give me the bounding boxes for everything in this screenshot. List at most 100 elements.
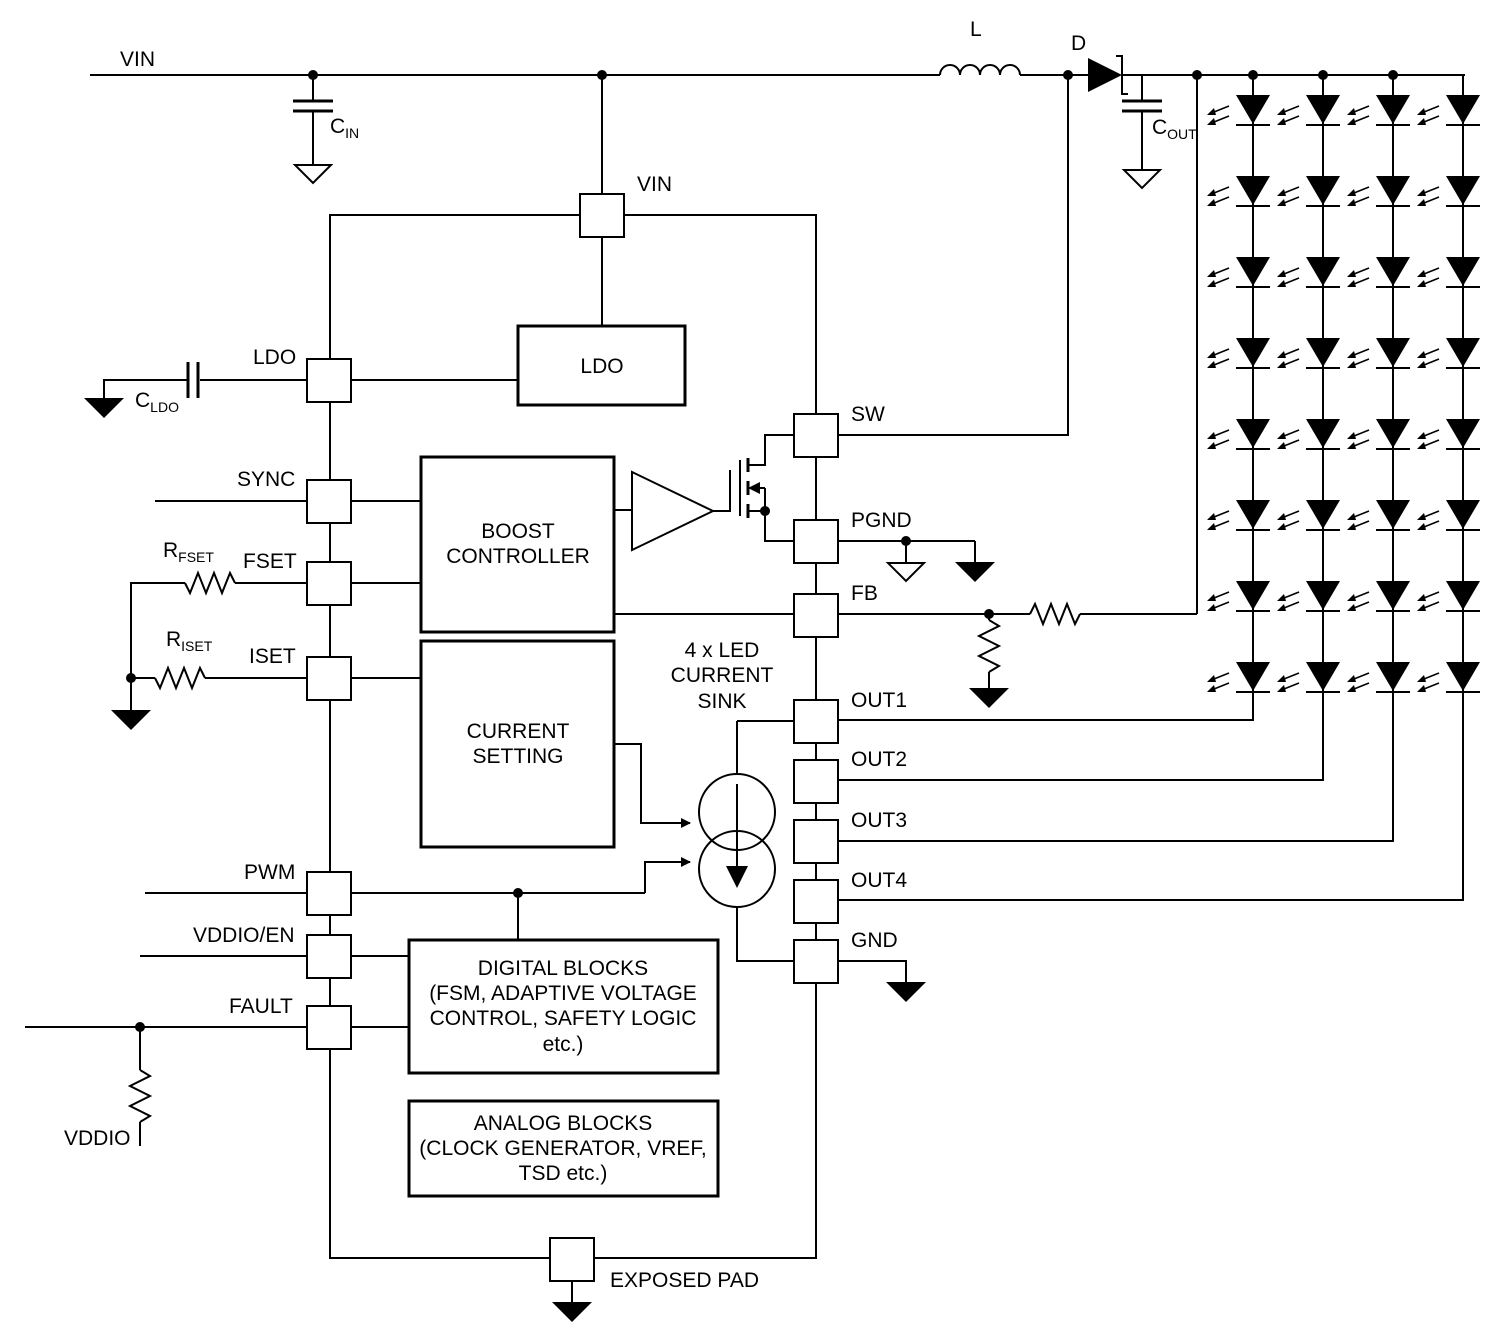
diode-label: D <box>1071 32 1086 55</box>
led-icon <box>1277 176 1340 207</box>
vin-rail-label: VIN <box>120 48 155 71</box>
led-icon <box>1277 95 1340 126</box>
pin-pgnd-label: PGND <box>851 509 912 532</box>
vddio-label: VDDIO <box>64 1127 131 1150</box>
pin-sync-label: SYNC <box>237 468 295 491</box>
pin-fset: FSET RFSET <box>130 539 421 710</box>
led-icon <box>1277 662 1340 693</box>
inductor: L <box>939 18 1088 76</box>
analog-blocks: ANALOG BLOCKS (CLOCK GENERATOR, VREF, TS… <box>407 1099 720 1198</box>
pin-ldo: LDO CLDO <box>84 346 518 418</box>
cout-capacitor: COUT <box>1121 75 1197 190</box>
led-icon <box>1347 338 1410 369</box>
led-icon <box>1347 176 1410 207</box>
led-icon <box>1417 257 1480 288</box>
pin-out2: OUT2 <box>793 748 907 804</box>
led-icon <box>1417 662 1480 693</box>
led-icon <box>1207 581 1270 612</box>
svg-text:CURRENT: CURRENT <box>467 720 570 743</box>
led-icon <box>1347 500 1410 531</box>
led-icon <box>1417 338 1480 369</box>
boost-controller-block: BOOST CONTROLLER <box>419 455 616 634</box>
pin-vddio-en-label: VDDIO/EN <box>193 924 295 947</box>
led-icon <box>1207 338 1270 369</box>
led-icon <box>1417 95 1480 126</box>
pin-pwm: PWM <box>145 857 691 940</box>
led-icon <box>1347 257 1410 288</box>
ground-icon <box>552 1302 592 1322</box>
digital-blocks: DIGITAL BLOCKS (FSM, ADAPTIVE VOLTAGE CO… <box>407 938 720 1075</box>
led-icon <box>1207 257 1270 288</box>
svg-text:LDO: LDO <box>580 355 623 378</box>
pin-exposed-pad-label: EXPOSED PAD <box>610 1269 759 1292</box>
led-icon <box>1347 581 1410 612</box>
sink-label-line1: 4 x LED <box>685 639 760 662</box>
led-icon <box>1277 581 1340 612</box>
pin-gnd-label: GND <box>851 929 898 952</box>
pin-out1-label: OUT1 <box>851 689 907 712</box>
led-icon <box>1277 338 1340 369</box>
vin-rail: VIN <box>90 48 940 80</box>
svg-text:(CLOCK GENERATOR, VREF,: (CLOCK GENERATOR, VREF, <box>419 1137 706 1160</box>
led-icon <box>1347 419 1410 450</box>
pin-out4-label: OUT4 <box>851 869 907 892</box>
svg-text:BOOST: BOOST <box>481 520 555 543</box>
svg-text:(FSM, ADAPTIVE VOLTAGE: (FSM, ADAPTIVE VOLTAGE <box>429 982 697 1005</box>
svg-text:TSD etc.): TSD etc.) <box>519 1162 608 1185</box>
ground-icon <box>292 164 334 185</box>
mosfet-switch <box>739 434 794 542</box>
pin-fault: FAULT VDDIO <box>25 995 409 1150</box>
svg-text:CONTROL, SAFETY LOGIC: CONTROL, SAFETY LOGIC <box>430 1007 697 1030</box>
riset-label: RISET <box>166 628 213 654</box>
led-array <box>1207 75 1480 695</box>
led-icon <box>1417 419 1480 450</box>
schottky-diode: D <box>1063 32 1465 95</box>
pin-out3-label: OUT3 <box>851 809 907 832</box>
pin-ldo-label: LDO <box>253 346 296 369</box>
ground-icon <box>886 982 926 1002</box>
cin-capacitor: CIN <box>292 75 359 185</box>
rfset-label: RFSET <box>163 539 214 565</box>
led-icon <box>1207 176 1270 207</box>
pin-fb: FB <box>614 582 1197 708</box>
pin-gnd: GND <box>736 907 926 1002</box>
cldo-label: CLDO <box>135 389 179 415</box>
svg-text:CONTROLLER: CONTROLLER <box>446 545 590 568</box>
cin-label: CIN <box>330 115 359 141</box>
pin-exposed-pad: EXPOSED PAD <box>549 1237 759 1322</box>
ground-icon <box>885 562 927 583</box>
ground-icon <box>111 710 151 730</box>
pin-out4: OUT4 <box>793 869 907 924</box>
ldo-block: LDO <box>516 324 687 407</box>
pin-fb-label: FB <box>851 582 878 605</box>
ground-icon <box>84 398 124 418</box>
pin-pgnd: PGND <box>793 509 995 583</box>
cout-label: COUT <box>1152 116 1197 142</box>
led-icon <box>1277 419 1340 450</box>
svg-text:SETTING: SETTING <box>472 745 563 768</box>
ground-icon <box>955 562 995 582</box>
pin-sw-label: SW <box>851 403 885 426</box>
pin-sw: SW <box>793 75 1069 458</box>
pin-out2-label: OUT2 <box>851 748 907 771</box>
pin-fset-label: FSET <box>243 550 297 573</box>
led-icon <box>1417 500 1480 531</box>
ground-icon <box>969 688 1009 708</box>
ground-icon <box>1121 169 1163 190</box>
led-icon <box>1207 419 1270 450</box>
pin-iset-label: ISET <box>249 645 296 668</box>
pin-vin: VIN <box>579 173 672 238</box>
pin-fault-label: FAULT <box>229 995 293 1018</box>
led-icon <box>1207 662 1270 693</box>
svg-text:DIGITAL BLOCKS: DIGITAL BLOCKS <box>478 957 648 980</box>
led-icon <box>1277 500 1340 531</box>
pin-pwm-label: PWM <box>244 861 295 884</box>
led-icon <box>1277 257 1340 288</box>
led-icon <box>1207 95 1270 126</box>
pin-out1: OUT1 <box>793 689 907 744</box>
pin-iset: ISET RISET <box>111 628 421 730</box>
svg-text:etc.): etc.) <box>543 1033 584 1056</box>
gate-driver-amplifier <box>614 470 731 552</box>
led-icon <box>1347 95 1410 126</box>
